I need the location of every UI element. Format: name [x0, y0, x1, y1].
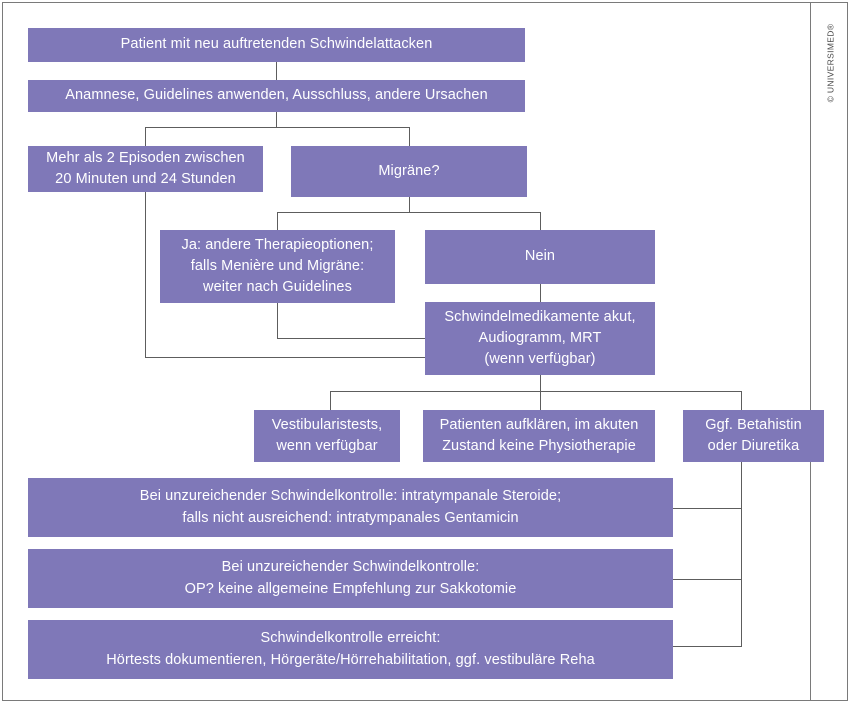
node-surgery-sacculotomy[interactable]: Bei unzureichender Schwindelkontrolle: O…	[28, 549, 673, 608]
edge-n2-stem	[276, 112, 277, 128]
edge-n4-stem	[409, 197, 410, 213]
edge-n7-stem	[540, 375, 541, 410]
edge-n1-n2	[276, 62, 277, 80]
edge-n6-n7	[540, 284, 541, 302]
edge-n5-drop	[277, 303, 278, 339]
node-line: falls Menière und Migräne:	[190, 257, 365, 274]
node-label: Bei unzureichender Schwindelkontrolle: i…	[34, 486, 667, 528]
node-label: Anamnese, Guidelines anwenden, Ausschlus…	[65, 87, 488, 104]
node-line: Schwindelmedikamente akut,	[444, 308, 636, 325]
edge-n10-n12	[673, 579, 742, 580]
node-line: Zustand keine Physiotherapie	[442, 438, 636, 454]
edge-n3-drop	[145, 192, 146, 357]
node-vestibular-tests[interactable]: Vestibularistests, wenn verfügbar	[254, 410, 400, 462]
node-line: weiter nach Guidelines	[203, 279, 352, 295]
edge-n10-n13	[673, 646, 742, 647]
node-vertigo-control-achieved[interactable]: Schwindelkontrolle erreicht: Hörtests do…	[28, 620, 673, 679]
node-line: OP? keine allgemeine Empfehlung zur Sakk…	[184, 580, 517, 597]
node-educate-patients-no-physio[interactable]: Patienten aufklären, im akuten Zustand k…	[423, 410, 655, 462]
node-line: Ggf. Betahistin	[705, 416, 802, 433]
edge-n4-n5	[277, 212, 278, 230]
edge-n2-n3	[145, 127, 146, 146]
node-more-than-2-episodes[interactable]: Mehr als 2 Episoden zwischen 20 Minuten …	[28, 146, 263, 192]
copyright-notice: © UNIVERSIMED®	[812, 10, 848, 130]
node-label: Migräne?	[378, 162, 440, 179]
edge-n3-n7	[145, 357, 425, 358]
edge-n2-bus	[145, 127, 410, 128]
node-label: Schwindelkontrolle erreicht: Hörtests do…	[34, 628, 667, 670]
node-line: Patienten aufklären, im akuten	[439, 416, 639, 433]
node-label: Ggf. Betahistin oder Diuretika	[689, 415, 818, 457]
edge-n2-n4	[409, 127, 410, 146]
node-acute-meds-audiogram-mri[interactable]: Schwindelmedikamente akut, Audiogramm, M…	[425, 302, 655, 375]
node-label: Schwindelmedikamente akut, Audiogramm, M…	[431, 307, 649, 370]
edge-n7-n8	[330, 391, 331, 410]
edge-n7-bus	[330, 391, 741, 392]
edge-n4-bus	[277, 212, 541, 213]
node-line: falls nicht ausreichend: intratympanales…	[182, 509, 519, 526]
copyright-text: © UNIVERSIMED®	[825, 23, 836, 103]
node-label: Ja: andere Therapieoptionen; falls Meniè…	[166, 235, 389, 298]
node-label: Mehr als 2 Episoden zwischen 20 Minuten …	[34, 148, 257, 190]
node-history-guidelines-exclusion[interactable]: Anamnese, Guidelines anwenden, Ausschlus…	[28, 80, 525, 112]
node-betahistine-or-diuretics[interactable]: Ggf. Betahistin oder Diuretika	[683, 410, 824, 462]
node-line: (wenn verfügbar)	[484, 351, 596, 367]
node-label: Patient mit neu auftretenden Schwindelat…	[120, 36, 433, 53]
node-label: Bei unzureichender Schwindelkontrolle: O…	[34, 557, 667, 599]
node-label: Nein	[524, 248, 556, 265]
node-no[interactable]: Nein	[425, 230, 655, 284]
node-line: Hörtests dokumentieren, Hörgeräte/Hörreh…	[106, 651, 595, 668]
node-line: Ja: andere Therapieoptionen;	[181, 236, 374, 253]
edge-n10-n11	[673, 508, 742, 509]
node-patient-new-vertigo-attacks[interactable]: Patient mit neu auftretenden Schwindelat…	[28, 28, 525, 62]
edge-n7-n10	[741, 391, 742, 410]
node-yes-other-therapy-options[interactable]: Ja: andere Therapieoptionen; falls Meniè…	[160, 230, 395, 303]
node-intratympanic-steroids-gentamicin[interactable]: Bei unzureichender Schwindelkontrolle: i…	[28, 478, 673, 537]
node-line: Mehr als 2 Episoden zwischen	[46, 149, 245, 166]
edge-n10-rail	[741, 462, 742, 646]
node-line: Bei unzureichender Schwindelkontrolle:	[221, 559, 480, 576]
node-label: Patienten aufklären, im akuten Zustand k…	[429, 415, 649, 457]
copyright-divider	[810, 3, 811, 701]
node-migraine-question[interactable]: Migräne?	[291, 146, 527, 197]
node-line: Vestibularistests,	[271, 416, 383, 433]
node-line: Audiogramm, MRT	[478, 329, 602, 346]
node-label: Vestibularistests, wenn verfügbar	[260, 415, 394, 457]
node-line: Bei unzureichender Schwindelkontrolle: i…	[139, 488, 562, 505]
node-line: oder Diuretika	[707, 438, 800, 454]
edge-n5-n7	[277, 338, 425, 339]
node-line: Schwindelkontrolle erreicht:	[260, 630, 441, 647]
node-line: 20 Minuten und 24 Stunden	[55, 171, 236, 187]
node-line: wenn verfügbar	[276, 438, 378, 454]
edge-n4-n6	[540, 212, 541, 230]
